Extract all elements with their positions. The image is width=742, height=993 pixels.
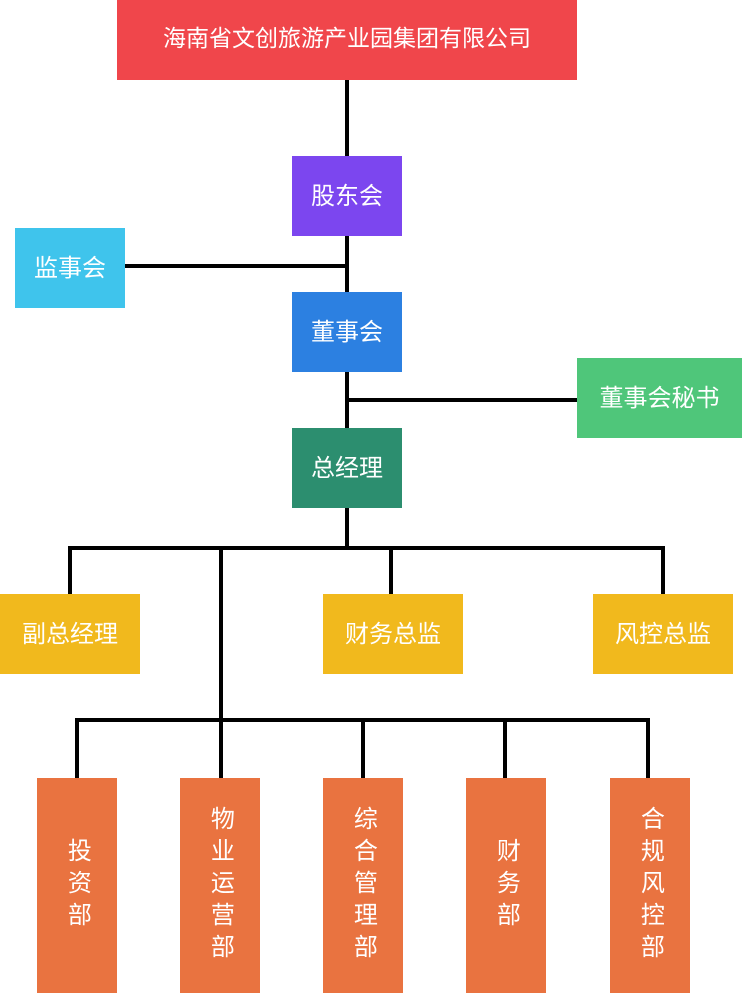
connector-exec-cfo <box>389 546 393 596</box>
executive-label: 风控总监 <box>615 619 711 648</box>
executive-node-cfo: 财务总监 <box>323 594 463 674</box>
board-of-directors-label: 董事会 <box>311 317 383 346</box>
department-node-property-operations: 物业运营部 <box>180 778 260 993</box>
connector-dept-2 <box>219 718 223 778</box>
connector-dept-1 <box>75 718 79 778</box>
connector-dept-5 <box>646 718 650 778</box>
general-manager-node: 总经理 <box>292 428 402 508</box>
connector-dept-3 <box>361 718 365 778</box>
supervisory-board-node: 监事会 <box>15 228 125 308</box>
connector-secretary-branch <box>347 398 579 402</box>
department-label: 财务部 <box>492 837 521 934</box>
department-label: 投资部 <box>63 837 92 934</box>
company-node: 海南省文创旅游产业园集团有限公司 <box>117 0 577 80</box>
connector-exec-risk <box>661 546 665 596</box>
connector-supervisory-branch <box>124 264 347 268</box>
shareholders-meeting-node: 股东会 <box>292 156 402 236</box>
department-label: 合规风控部 <box>636 805 665 966</box>
board-secretary-label: 董事会秘书 <box>599 383 720 412</box>
board-secretary-node: 董事会秘书 <box>577 358 742 438</box>
shareholders-meeting-label: 股东会 <box>311 181 383 210</box>
department-label: 物业运营部 <box>206 805 235 966</box>
department-node-general-management: 综合管理部 <box>323 778 403 993</box>
executive-node-risk-director: 风控总监 <box>593 594 733 674</box>
connector-exec-vice-gm <box>68 546 72 596</box>
connector-dept-4 <box>503 718 507 778</box>
executive-label: 财务总监 <box>345 619 441 648</box>
department-node-finance: 财务部 <box>466 778 546 993</box>
executive-label: 副总经理 <box>22 619 118 648</box>
department-label: 综合管理部 <box>349 805 378 966</box>
department-node-compliance-risk: 合规风控部 <box>610 778 690 993</box>
department-node-investment: 投资部 <box>37 778 117 993</box>
board-of-directors-node: 董事会 <box>292 292 402 372</box>
general-manager-label: 总经理 <box>311 453 383 482</box>
executive-node-vice-gm: 副总经理 <box>0 594 140 674</box>
company-label: 海南省文创旅游产业园集团有限公司 <box>163 26 531 53</box>
connector-executives-bus <box>68 546 665 550</box>
connector-departments-trunk <box>219 548 223 722</box>
supervisory-board-label: 监事会 <box>34 253 106 282</box>
